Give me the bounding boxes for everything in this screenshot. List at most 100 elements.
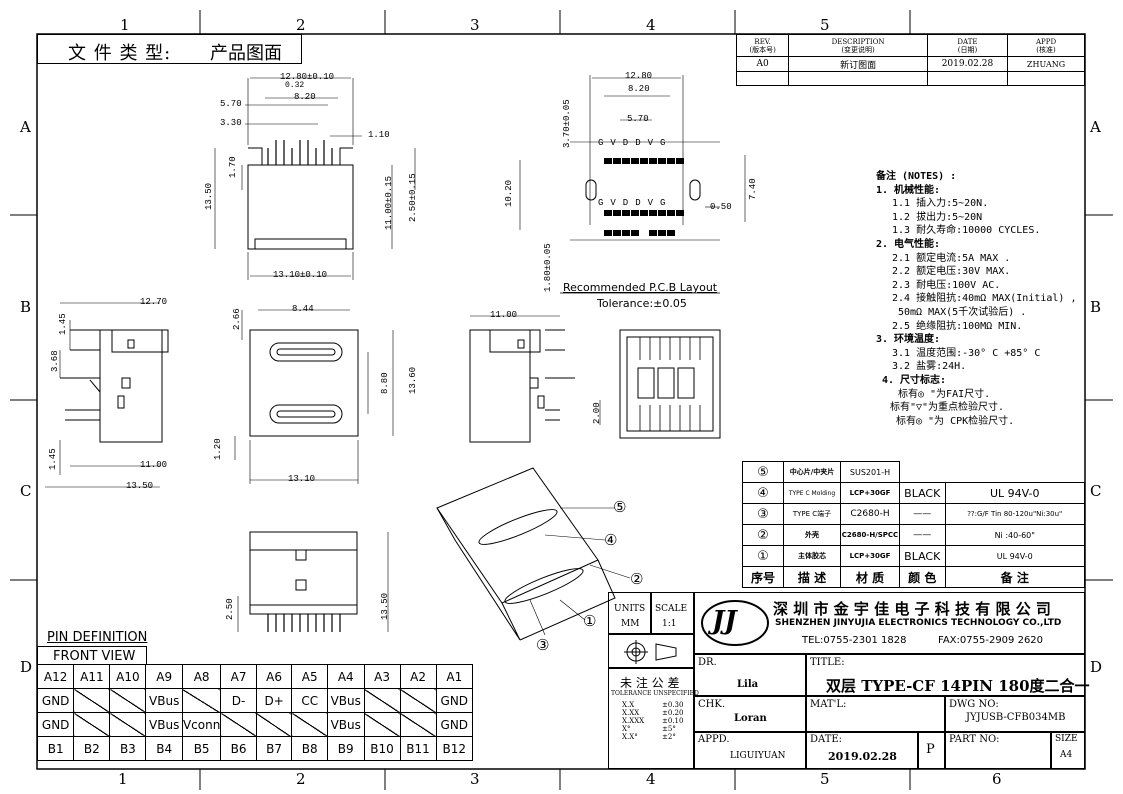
grid-col-5: 5 [820, 16, 830, 34]
part-label: PART NO: [949, 734, 1000, 745]
scale-value: 1:1 [662, 619, 677, 629]
bom-no: ④ [742, 482, 784, 504]
note-line-13: 3.1 温度范围:-30° C +85° C [892, 347, 1041, 359]
grid-row-c-right: C [1090, 482, 1102, 500]
projection-box [608, 634, 694, 668]
tol-key: X.X° [622, 733, 638, 741]
pin-signal: D+ [255, 688, 293, 713]
note-line-17: 标有"▽"为重点检验尺寸. [890, 402, 1005, 414]
dim-top-570: 5.70 [220, 99, 242, 109]
bom-color: —— [899, 524, 946, 546]
grid-col-3-bottom: 3 [470, 770, 480, 788]
pin-signal: GND [36, 688, 75, 713]
callout-1: ① [583, 612, 597, 630]
dr-box [694, 654, 806, 696]
pin-signal: VBus [145, 712, 183, 737]
grid-col-5-bottom: 5 [820, 770, 830, 788]
dim-side-1100: 11.00 [140, 460, 168, 470]
bom-note: UL 94V-0 [944, 545, 1085, 567]
dwg-box [945, 696, 1085, 732]
pcb-tolerance: Tolerance:±0.05 [597, 297, 687, 310]
dim-top-170: 1.70 [228, 156, 238, 178]
note-line-1: 1. 机械性能: [876, 184, 941, 196]
dim-pcb-740: 7.40 [748, 178, 758, 200]
pin-label: A3 [363, 664, 401, 689]
company-logo-icon [701, 600, 769, 646]
dim-front-1310: 13.10 [288, 474, 316, 484]
dim-top-pitch: 0.32 [285, 81, 305, 90]
bom-color: BLACK [899, 545, 946, 567]
grid-row-a: A [20, 118, 31, 136]
dim-front-844: 8.44 [292, 304, 314, 314]
tolerance-subtitle: TOLERANCE UNSPECIFIED [611, 690, 699, 697]
note-line-2: 1.1 插入力:5~20N. [892, 198, 989, 210]
dim-top-820: 8.20 [294, 92, 316, 102]
company-name-cn: 深 圳 市 金 宇 佳 电 子 科 技 有 限 公 司 [773, 600, 1051, 618]
pin-label: A9 [145, 664, 183, 689]
pin-label: A4 [326, 664, 365, 689]
bom-mat: C2680-H/SPCC [840, 524, 900, 546]
dim-bottom-1350: 13.50 [380, 592, 390, 620]
dim-pcb-820: 8.20 [628, 84, 650, 94]
pin-label: A12 [36, 664, 75, 689]
bom-mat: LCP+30GF [840, 545, 900, 567]
size-value: A4 [1060, 750, 1073, 760]
dim-pcb-180: 1.80±0.05 [543, 243, 553, 292]
grid-col-6-bottom: 6 [992, 770, 1002, 788]
note-line-10: 50mΩ MAX(5千次试验后) . [898, 306, 1027, 318]
dr-label: DR. [698, 657, 717, 668]
callout-2: ② [630, 570, 644, 588]
grid-col-2-bottom: 2 [296, 770, 306, 788]
notes-block: 备注 (NOTES) : 1. 机械性能: 1.1 插入力:5~20N. 1.2… [876, 170, 1077, 428]
size-box [1051, 732, 1085, 769]
grid-col-4: 4 [646, 16, 656, 34]
company-name-en: SHENZHEN JINYUJIA ELECTRONICS TECHNOLOGY… [775, 618, 1062, 628]
pin-label: B4 [145, 736, 183, 761]
isometric-drawing [436, 467, 631, 641]
bom-mat: LCP+30GF [840, 482, 900, 504]
dim-pcb-370: 3.70±0.05 [562, 99, 572, 148]
pin-def-subtitle-box [37, 646, 147, 664]
note-line-7: 2.2 额定电压:30V MAX. [892, 266, 1011, 278]
units-value: MM [621, 619, 640, 629]
pin-signal: VBus [326, 688, 365, 713]
pcb-pin-letters-top: GVDDVG [598, 138, 673, 148]
dim-top-1310: 13.10±0.10 [273, 270, 328, 280]
chk-label: CHK. [698, 699, 726, 710]
bom-desc: TYPE C端子 [783, 503, 841, 525]
pin-signal [73, 688, 111, 713]
dim-side-145-top: 1.45 [58, 313, 68, 335]
rear-view-drawing [237, 531, 389, 632]
pin-def-title: PIN DEFINITION [47, 630, 148, 645]
grid-row-a-right: A [1090, 118, 1101, 136]
pin-signal [255, 712, 293, 737]
bom-note: Ni :40-60" [944, 524, 1085, 546]
tol-val: ±0.20 [662, 709, 684, 717]
bottom-grid-drawing [619, 329, 721, 439]
front-view-drawing [234, 309, 394, 484]
title-label: TITLE: [810, 657, 845, 668]
pin-signal: CC [291, 688, 328, 713]
dim-side-1350: 13.50 [126, 481, 154, 491]
dim-pcb-570: 5.70 [627, 114, 649, 124]
note-line-14: 3.2 盐雾:24H. [892, 361, 967, 373]
appd-value: LIGUIYUAN [730, 751, 786, 761]
right-side-drawing [469, 315, 601, 443]
tolerance-box [608, 668, 694, 769]
dim-top-width: 12.80±0.10 [280, 72, 335, 82]
bom-row: ④ TYPE C Molding LCP+30GF BLACK UL 94V-0 [742, 482, 1085, 504]
doc-type-label: 文 件 类 型: [68, 43, 172, 64]
dim-pcb-050: 0.50 [710, 202, 732, 212]
bom-header-no: 序号 [742, 566, 784, 588]
chk-value: Loran [734, 713, 767, 724]
pin-label: A6 [255, 664, 293, 689]
bom-no: ③ [742, 503, 784, 525]
pin-label: A8 [181, 664, 222, 689]
grid-row-b: B [20, 298, 32, 316]
dwg-value: JYJUSB-CFB034MB [966, 712, 1066, 723]
date-value: 2019.02.28 [828, 750, 897, 763]
company-box [694, 592, 1085, 654]
bom-header-note: 备 注 [944, 566, 1085, 588]
